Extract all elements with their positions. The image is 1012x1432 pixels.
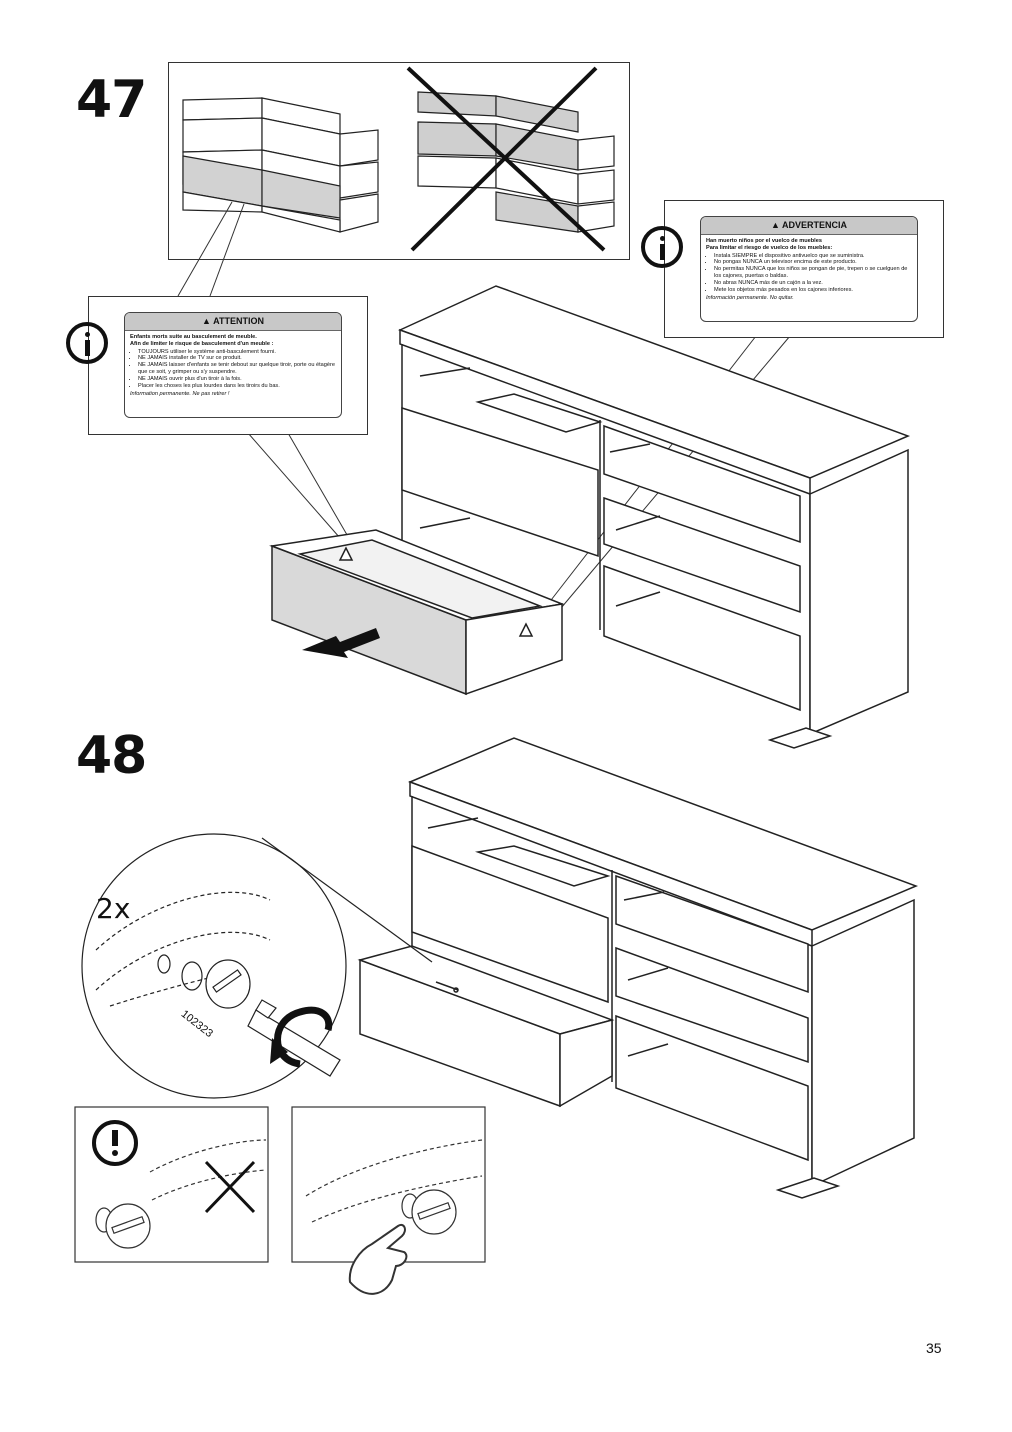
label-es-item: No pongas NUNCA un televisor encima de e…	[714, 259, 912, 266]
label-fr-item: TOUJOURS utiliser le système anti-bascul…	[138, 349, 336, 356]
label-fr-item: NE JAMAIS installer de TV sur ce produit…	[138, 355, 336, 362]
warning-label-es: ▲ ADVERTENCIA Han muerto niños por el vu…	[700, 216, 918, 322]
label-es-item: Instala SIEMPRE el dispositivo antivuelc…	[714, 253, 912, 260]
warning-label-fr: ▲ ATTENTION Enfants morts suite au bascu…	[124, 312, 342, 418]
warning-triangle-icon	[338, 546, 354, 561]
step-47-number: 47	[76, 70, 147, 130]
label-es-item: No abras NUNCA más de un cajón a la vez.	[714, 280, 912, 287]
info-icon	[66, 322, 108, 364]
drawer-inserted-47	[269, 529, 565, 696]
warning-triangle-icon: ▲	[202, 316, 211, 326]
warning-label-fr-heading: ▲ ATTENTION	[125, 313, 341, 331]
page-number: 35	[926, 1340, 942, 1356]
label-fr-item: Placer les choses les plus lourdes dans …	[138, 383, 336, 390]
step-48-number: 48	[76, 726, 147, 786]
label-fr-title-1: Enfants morts suite au basculement de me…	[130, 333, 257, 340]
cross-icon	[406, 66, 606, 252]
label-fr-item: NE JAMAIS ouvrir plus d'un tiroir à la f…	[138, 376, 336, 383]
label-es-item: Mete los objetos más pesados en los cajo…	[714, 287, 912, 294]
label-fr-note: Information permanente. Ne pas retirer !	[130, 391, 230, 398]
warning-triangle-icon	[518, 622, 534, 637]
warning-label-es-heading: ▲ ADVERTENCIA	[701, 217, 917, 235]
wrong-screw-panel	[74, 1106, 269, 1263]
attention-icon	[92, 1120, 138, 1166]
quantity-label: 2x	[96, 892, 131, 925]
label-es-title-1: Han muerto niños por el vuelco de mueble…	[706, 237, 822, 244]
label-es-note: Información permanente. No quitar.	[706, 295, 794, 302]
dresser-48	[407, 737, 919, 1199]
label-es-title-2: Para limitar el riesgo de vuelco de los …	[706, 244, 833, 251]
cross-icon	[204, 1160, 256, 1214]
arrow-icon	[302, 628, 380, 658]
dresser-47	[398, 285, 911, 749]
label-es-item: No permitas NUNCA que los niños se ponga…	[714, 266, 912, 280]
warning-triangle-icon: ▲	[770, 220, 780, 230]
label-fr-title-2: Afin de limiter le risque de basculement…	[130, 340, 274, 347]
label-fr-item: NE JAMAIS laisser d'enfants se tenir deb…	[138, 362, 336, 376]
info-icon	[641, 226, 683, 268]
hand-icon	[348, 1224, 408, 1295]
wrong-drawer-stack	[417, 91, 615, 233]
drawer-open-48	[357, 945, 615, 1108]
correct-drawer-stack	[182, 97, 379, 233]
